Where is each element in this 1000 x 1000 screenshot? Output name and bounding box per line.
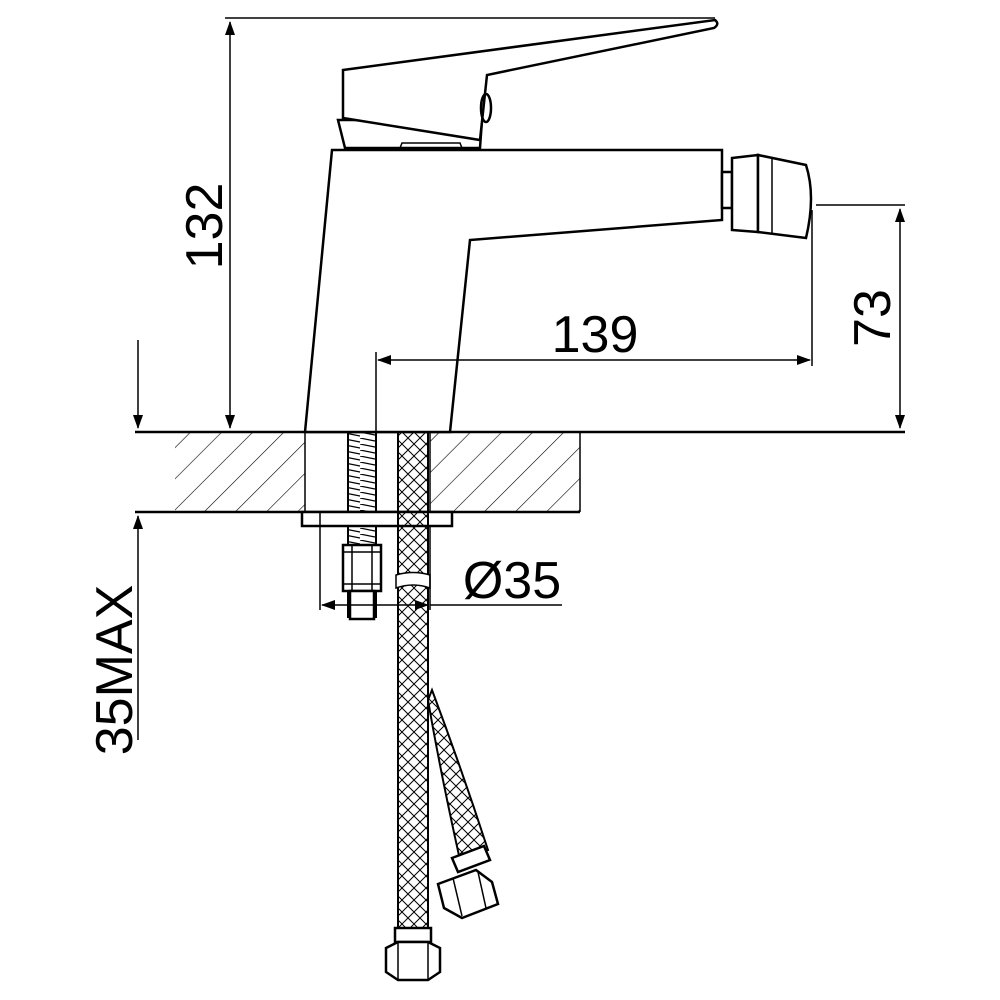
dim-label-diameter-35: Ø35 [463, 552, 561, 610]
dimension-hole-diameter: Ø35 [319, 512, 562, 610]
dimension-deck-thickness: 35MAX [86, 340, 144, 755]
dim-label-139: 139 [552, 306, 639, 364]
faucet-body [303, 118, 724, 434]
spray-nozzle [720, 153, 813, 240]
flex-hoses [384, 431, 500, 982]
deck-section [135, 430, 905, 514]
dim-label-132: 132 [176, 183, 234, 270]
lever-handle [341, 18, 719, 142]
dimension-spout-reach: 139 [375, 210, 813, 432]
dim-label-73: 73 [844, 289, 902, 347]
dimension-spout-height: 73 [816, 204, 905, 429]
dimension-overall-height: 132 [176, 17, 715, 429]
dim-label-35max: 35MAX [86, 585, 144, 756]
